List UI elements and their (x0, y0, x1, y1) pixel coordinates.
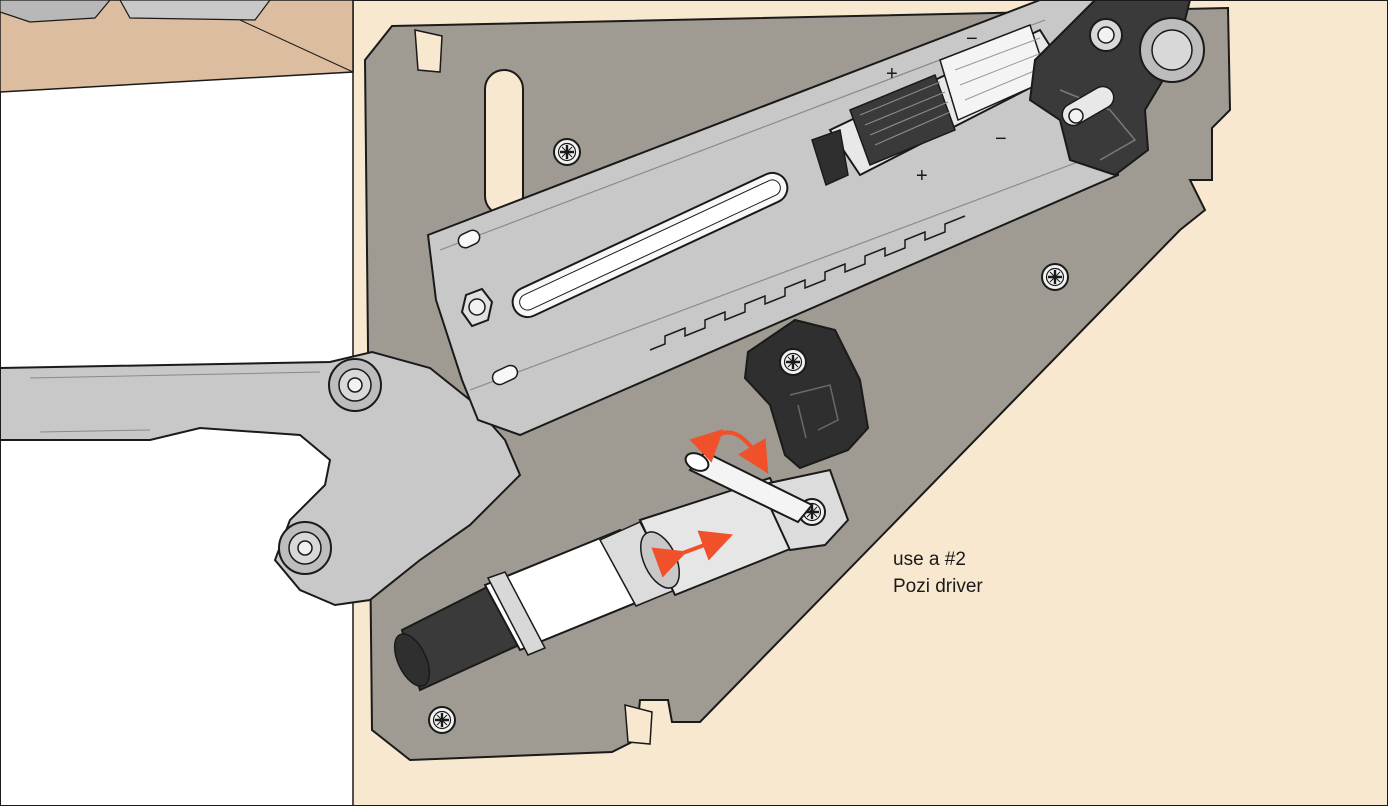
minus-sign-upper: − (966, 28, 978, 50)
pozi-screw-icon (552, 137, 582, 167)
plate-slot (484, 69, 524, 216)
caption-line-2: Pozi driver (893, 576, 983, 597)
pozi-screw-icon (1040, 262, 1070, 292)
top-hardware-2 (119, 0, 271, 21)
rotate-arrow-icon (689, 428, 769, 474)
caption-line-1: use a #2 (893, 549, 966, 570)
plate-notch-bottom (624, 704, 653, 745)
top-bracket (1028, 0, 1205, 177)
pozi-screw-icon (427, 705, 457, 735)
rail-teeth (649, 215, 966, 351)
plus-sign-lower: + (916, 165, 928, 187)
pozi-screw-icon (778, 347, 808, 377)
pivot-bolt-lower (278, 521, 332, 575)
driver-caption: use a #2 Pozi driver (893, 546, 983, 600)
pivot-bolt-upper (328, 358, 382, 412)
lever-arm (0, 350, 522, 607)
plus-sign-upper: + (886, 63, 898, 85)
clip-bracket (743, 318, 870, 470)
minus-sign-lower: − (995, 128, 1007, 150)
plate-notch-top (414, 29, 443, 73)
top-hardware (0, 0, 111, 23)
rail-hex-bolt (460, 287, 494, 328)
adjust-arrow-icon (651, 530, 734, 578)
